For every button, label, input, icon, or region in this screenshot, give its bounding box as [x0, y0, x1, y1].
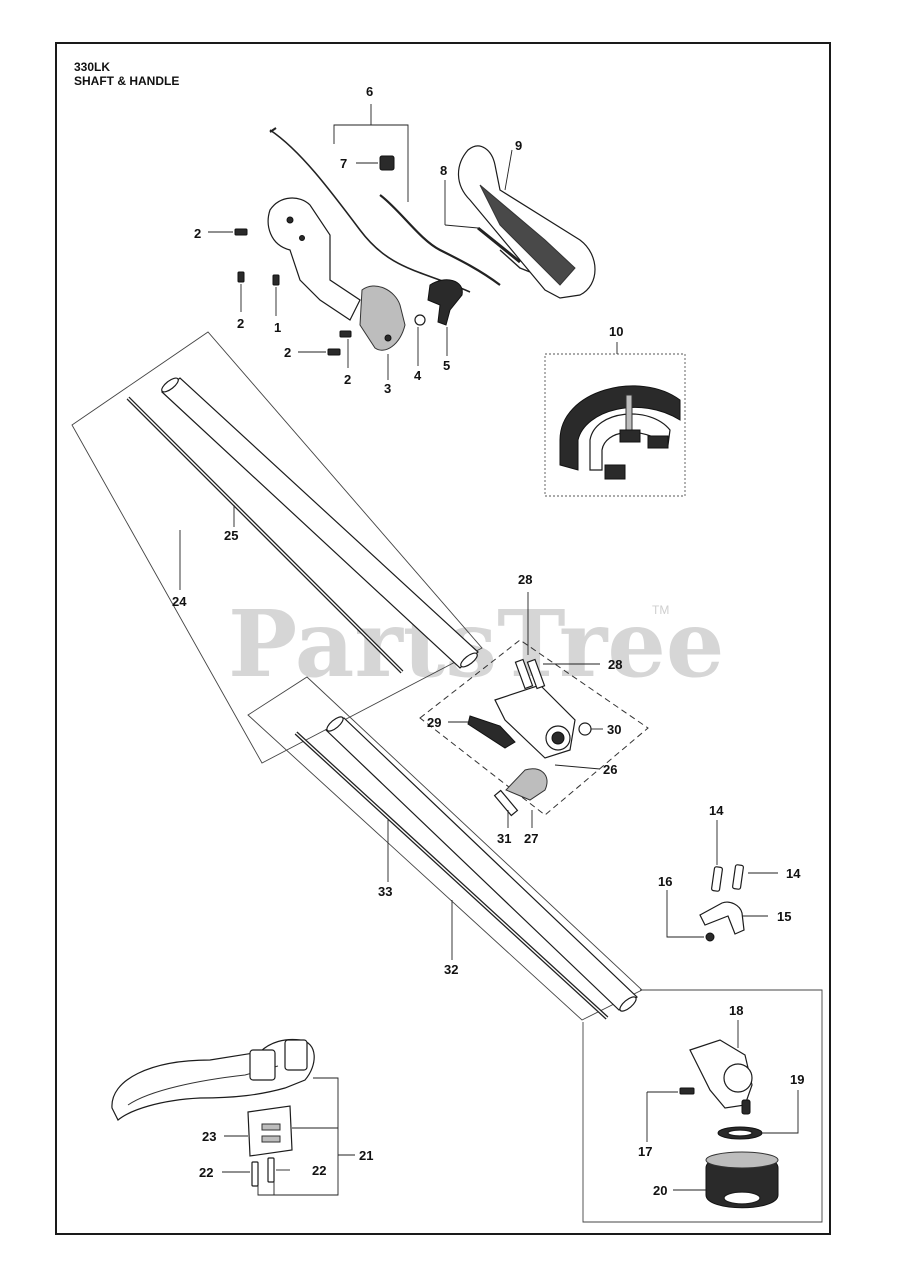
callout-2d: 2: [344, 372, 351, 387]
callout-17: 17: [638, 1144, 652, 1159]
callout-21: 21: [359, 1148, 373, 1163]
part-14-15-16-clamp: [666, 820, 778, 942]
callout-28b: 28: [608, 657, 622, 672]
callout-29: 29: [427, 715, 441, 730]
model-title: 330LK: [74, 60, 111, 74]
callout-20: 20: [653, 1183, 667, 1198]
part-3-handle-end: [359, 285, 406, 351]
callout-2b: 2: [237, 316, 244, 331]
part-33-lower-drive-shaft: [294, 731, 609, 1020]
part-25-drive-shaft: [126, 396, 404, 674]
callout-10: 10: [609, 324, 623, 339]
callout-30: 30: [607, 722, 621, 737]
callout-24: 24: [172, 594, 187, 609]
callout-14a: 14: [709, 803, 724, 818]
callout-2c: 2: [284, 345, 291, 360]
part-9-handle-housing: [457, 145, 596, 299]
callout-22a: 22: [199, 1165, 213, 1180]
part-24-shaft-tube: [161, 377, 479, 669]
callout-8: 8: [440, 163, 447, 178]
callout-33: 33: [378, 884, 392, 899]
callout-19: 19: [790, 1072, 804, 1087]
callout-25: 25: [224, 528, 238, 543]
callout-31: 31: [497, 831, 511, 846]
callout-9: 9: [515, 138, 522, 153]
part-10-loop-handle-kit: [544, 342, 686, 497]
diagram-frame: [55, 42, 831, 1235]
part-24-upper-shaft-box: [71, 331, 483, 764]
callout-6: 6: [366, 84, 373, 99]
part-26-coupling-kit: [419, 592, 649, 828]
part-32-lower-shaft-tube: [325, 716, 638, 1012]
callout-5: 5: [443, 358, 450, 373]
part-5-trigger: [427, 279, 463, 326]
part-21-23-guard: [111, 1038, 355, 1196]
part-8-throttle-rod: [444, 180, 531, 273]
callout-7: 7: [340, 156, 347, 171]
part-17-20-gearhead-box: [582, 989, 823, 1223]
callout-3: 3: [384, 381, 391, 396]
callout-16: 16: [658, 874, 672, 889]
watermark-text: PartsTree: [228, 590, 724, 698]
callout-32: 32: [444, 962, 458, 977]
callout-4: 4: [414, 368, 422, 383]
part-1-handle-tube: [267, 197, 361, 321]
callout-15: 15: [777, 909, 791, 924]
callout-1: 1: [274, 320, 281, 335]
callout-28a: 28: [518, 572, 532, 587]
part-6-bracket: [333, 104, 409, 202]
callout-18: 18: [729, 1003, 743, 1018]
callout-2a: 2: [194, 226, 201, 241]
part-4-spring: [414, 314, 426, 326]
callout-26: 26: [603, 762, 617, 777]
callout-14b: 14: [786, 866, 801, 881]
throttle-cable-wires: [269, 127, 501, 293]
section-title: SHAFT & HANDLE: [74, 74, 180, 88]
callout-22b: 22: [312, 1163, 326, 1178]
callout-27: 27: [524, 831, 538, 846]
watermark-trademark: TM: [652, 603, 669, 617]
callout-23: 23: [202, 1129, 216, 1144]
screws-2-1: [208, 228, 448, 380]
part-7-switch: [356, 155, 395, 171]
